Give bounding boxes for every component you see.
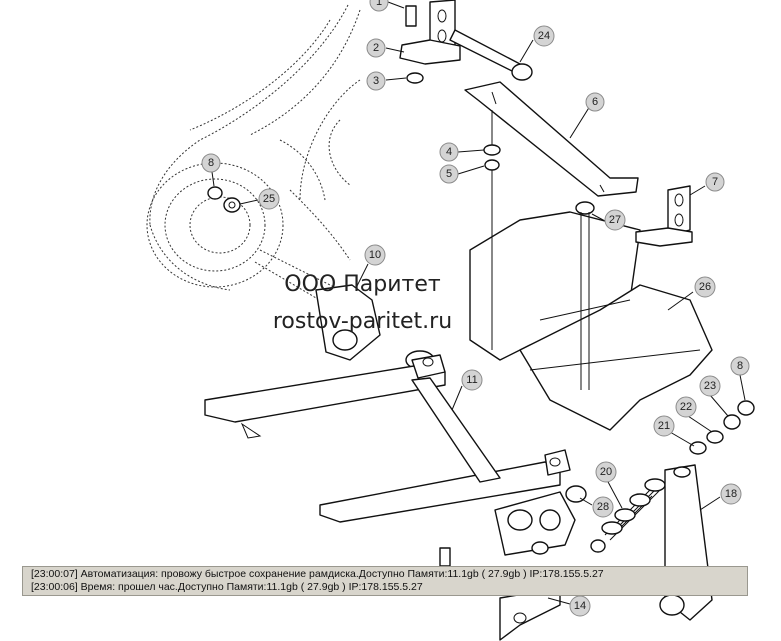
svg-text:18: 18 — [725, 488, 737, 500]
part-7-bracket — [635, 185, 693, 247]
svg-text:28: 28 — [597, 501, 609, 513]
callout-10: 10 — [364, 244, 386, 266]
part-2-top-bracket — [399, 0, 461, 65]
svg-text:25: 25 — [263, 193, 275, 205]
callout-20: 20 — [595, 461, 617, 483]
part-10-bracket — [315, 284, 435, 370]
svg-text:5: 5 — [446, 168, 452, 180]
callout-26: 26 — [694, 276, 716, 298]
spring-20 — [601, 478, 666, 541]
status-log-overlay: [23:00:07] Автоматизация: провожу быстро… — [22, 566, 748, 596]
svg-text:8: 8 — [737, 360, 743, 372]
part-18-lever — [659, 464, 713, 621]
callout-2: 2 — [366, 38, 386, 58]
part-11-frame — [204, 354, 571, 523]
svg-text:7: 7 — [712, 176, 718, 188]
svg-text:21: 21 — [658, 420, 670, 432]
callout-18: 18 — [720, 483, 742, 505]
watermark-site: rostov-paritet.ru — [272, 309, 453, 334]
svg-text:22: 22 — [680, 401, 692, 413]
callout-7: 7 — [705, 172, 725, 192]
svg-text:2: 2 — [373, 42, 379, 54]
callout-11: 11 — [461, 369, 483, 391]
svg-text:10: 10 — [369, 249, 381, 261]
callout-8-top: 8 — [201, 153, 221, 173]
wheel-hub-8-25 — [207, 186, 241, 213]
fasteners-21-23 — [689, 400, 755, 455]
log-line: [23:00:07] Автоматизация: провожу быстро… — [31, 568, 604, 580]
part-26-seat — [469, 211, 713, 431]
callout-28: 28 — [592, 496, 614, 518]
callout-8-right: 8 — [730, 356, 750, 376]
callout-6: 6 — [585, 92, 605, 112]
part-6-bar — [464, 81, 639, 197]
svg-text:1: 1 — [376, 0, 382, 8]
callout-22: 22 — [675, 396, 697, 418]
svg-text:11: 11 — [466, 374, 477, 386]
leader-lines — [211, 1, 746, 605]
watermark-company: ООО Паритет — [284, 272, 441, 297]
callout-4: 4 — [439, 142, 459, 162]
callout-24: 24 — [533, 25, 555, 47]
callout-23: 23 — [699, 375, 721, 397]
svg-text:24: 24 — [538, 30, 550, 42]
svg-text:23: 23 — [704, 380, 716, 392]
bolt-24 — [449, 29, 533, 81]
callout-27: 27 — [604, 209, 626, 231]
callout-1: 1 — [369, 0, 389, 12]
svg-text:4: 4 — [446, 146, 452, 158]
callout-3: 3 — [366, 71, 386, 91]
svg-text:3: 3 — [373, 75, 379, 87]
callout-14: 14 — [569, 595, 591, 617]
svg-text:8: 8 — [208, 157, 214, 169]
svg-text:27: 27 — [609, 214, 621, 226]
svg-text:6: 6 — [592, 96, 598, 108]
callout-25: 25 — [258, 188, 280, 210]
lower-hub-assembly — [494, 485, 606, 556]
svg-text:14: 14 — [574, 600, 586, 612]
tractor-background-outline — [146, 4, 361, 316]
callout-5: 5 — [439, 164, 459, 184]
svg-text:26: 26 — [699, 281, 711, 293]
svg-text:20: 20 — [600, 466, 612, 478]
washers-3-4-5 — [406, 72, 501, 350]
callout-21: 21 — [653, 415, 675, 437]
bolt-27 — [575, 201, 595, 390]
log-line: [23:00:06] Время: прошел час.Доступно Па… — [31, 581, 423, 593]
